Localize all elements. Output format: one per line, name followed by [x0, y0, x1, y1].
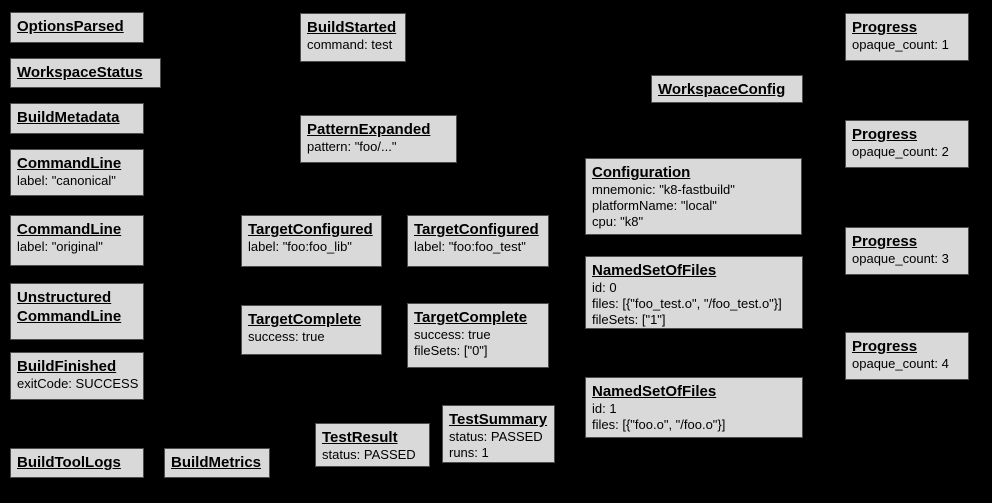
- node-attribute: opaque_count: 1: [852, 37, 949, 52]
- node-title: Configuration: [592, 164, 691, 181]
- node-workspace-config: WorkspaceConfig: [651, 75, 803, 103]
- node-command-line-canonical: CommandLine label: "canonical": [10, 149, 144, 196]
- node-attribute: files: [{"foo_test.o", "/foo_test.o"}]: [592, 296, 782, 311]
- node-named-set-of-files-0: NamedSetOfFiles id: 0 files: [{"foo_test…: [585, 256, 803, 329]
- node-title: WorkspaceStatus: [17, 64, 143, 81]
- node-title: TargetComplete: [248, 311, 362, 328]
- node-title: NamedSetOfFiles: [592, 383, 717, 400]
- node-attribute: id: 1: [592, 401, 617, 416]
- node-title: BuildFinished: [17, 358, 117, 375]
- node-title: CommandLine: [17, 221, 122, 238]
- node-title: OptionsParsed: [17, 18, 124, 35]
- node-attribute: opaque_count: 4: [852, 356, 949, 371]
- node-configuration: Configuration mnemonic: "k8-fastbuild" p…: [585, 158, 802, 235]
- node-target-configured-foo-lib: TargetConfigured label: "foo:foo_lib": [241, 215, 382, 267]
- node-title: Progress: [852, 233, 918, 250]
- node-attribute: pattern: "foo/...": [307, 139, 397, 154]
- node-workspace-status: WorkspaceStatus: [10, 58, 161, 88]
- node-attribute: command: test: [307, 37, 393, 52]
- node-title: CommandLine: [17, 155, 122, 172]
- node-progress-1: Progress opaque_count: 1: [845, 13, 969, 61]
- node-unstructured-command-line: Unstructured CommandLine: [10, 283, 144, 340]
- node-attribute: status: PASSED: [322, 447, 416, 462]
- node-progress-3: Progress opaque_count: 3: [845, 227, 969, 275]
- node-title: Unstructured CommandLine: [17, 289, 122, 325]
- node-title: TargetConfigured: [248, 221, 373, 238]
- node-test-result: TestResult status: PASSED: [315, 423, 430, 467]
- node-progress-2: Progress opaque_count: 2: [845, 120, 969, 168]
- node-target-complete-foo-lib: TargetComplete success: true: [241, 305, 382, 355]
- node-title: BuildStarted: [307, 19, 397, 36]
- node-attribute: exitCode: SUCCESS: [17, 376, 139, 391]
- node-build-metadata: BuildMetadata: [10, 103, 144, 134]
- node-pattern-expanded: PatternExpanded pattern: "foo/...": [300, 115, 457, 163]
- node-attribute: files: [{"foo.o", "/foo.o"}]: [592, 417, 726, 432]
- node-title: WorkspaceConfig: [658, 81, 786, 98]
- node-command-line-original: CommandLine label: "original": [10, 215, 144, 266]
- node-title: Progress: [852, 19, 918, 36]
- node-target-complete-foo-test: TargetComplete success: true fileSets: […: [407, 303, 549, 368]
- node-attribute: opaque_count: 2: [852, 144, 949, 159]
- node-attribute: platformName: "local": [592, 198, 717, 213]
- node-test-summary: TestSummary status: PASSED runs: 1: [442, 405, 555, 463]
- node-build-finished: BuildFinished exitCode: SUCCESS: [10, 352, 144, 400]
- node-title: TestSummary: [449, 411, 548, 428]
- node-title: TestResult: [322, 429, 398, 446]
- node-title: PatternExpanded: [307, 121, 431, 138]
- node-title: Progress: [852, 126, 918, 143]
- node-attribute: label: "canonical": [17, 173, 116, 188]
- node-target-configured-foo-test: TargetConfigured label: "foo:foo_test": [407, 215, 549, 267]
- node-options-parsed: OptionsParsed: [10, 12, 144, 43]
- node-attribute: label: "original": [17, 239, 103, 254]
- node-title: NamedSetOfFiles: [592, 262, 717, 279]
- node-attribute: id: 0: [592, 280, 617, 295]
- node-attribute: fileSets: ["0"]: [414, 343, 488, 358]
- node-attribute: success: true: [414, 327, 491, 342]
- node-progress-4: Progress opaque_count: 4: [845, 332, 969, 380]
- node-attribute: label: "foo:foo_lib": [248, 239, 352, 254]
- node-build-metrics: BuildMetrics: [164, 448, 270, 478]
- node-attribute: label: "foo:foo_test": [414, 239, 526, 254]
- node-title: TargetComplete: [414, 309, 528, 326]
- node-title: BuildMetadata: [17, 109, 120, 126]
- node-attribute: success: true: [248, 329, 325, 344]
- node-attribute: opaque_count: 3: [852, 251, 949, 266]
- node-attribute: mnemonic: "k8-fastbuild": [592, 182, 735, 197]
- node-named-set-of-files-1: NamedSetOfFiles id: 1 files: [{"foo.o", …: [585, 377, 803, 438]
- node-build-tool-logs: BuildToolLogs: [10, 448, 144, 478]
- node-build-started: BuildStarted command: test: [300, 13, 406, 62]
- node-title: BuildMetrics: [171, 454, 262, 471]
- node-title: BuildToolLogs: [17, 454, 121, 471]
- node-title: TargetConfigured: [414, 221, 539, 238]
- node-attribute: fileSets: ["1"]: [592, 312, 666, 327]
- node-attribute: runs: 1: [449, 445, 489, 460]
- node-title: Progress: [852, 338, 918, 355]
- node-attribute: status: PASSED: [449, 429, 543, 444]
- node-attribute: cpu: "k8": [592, 214, 644, 229]
